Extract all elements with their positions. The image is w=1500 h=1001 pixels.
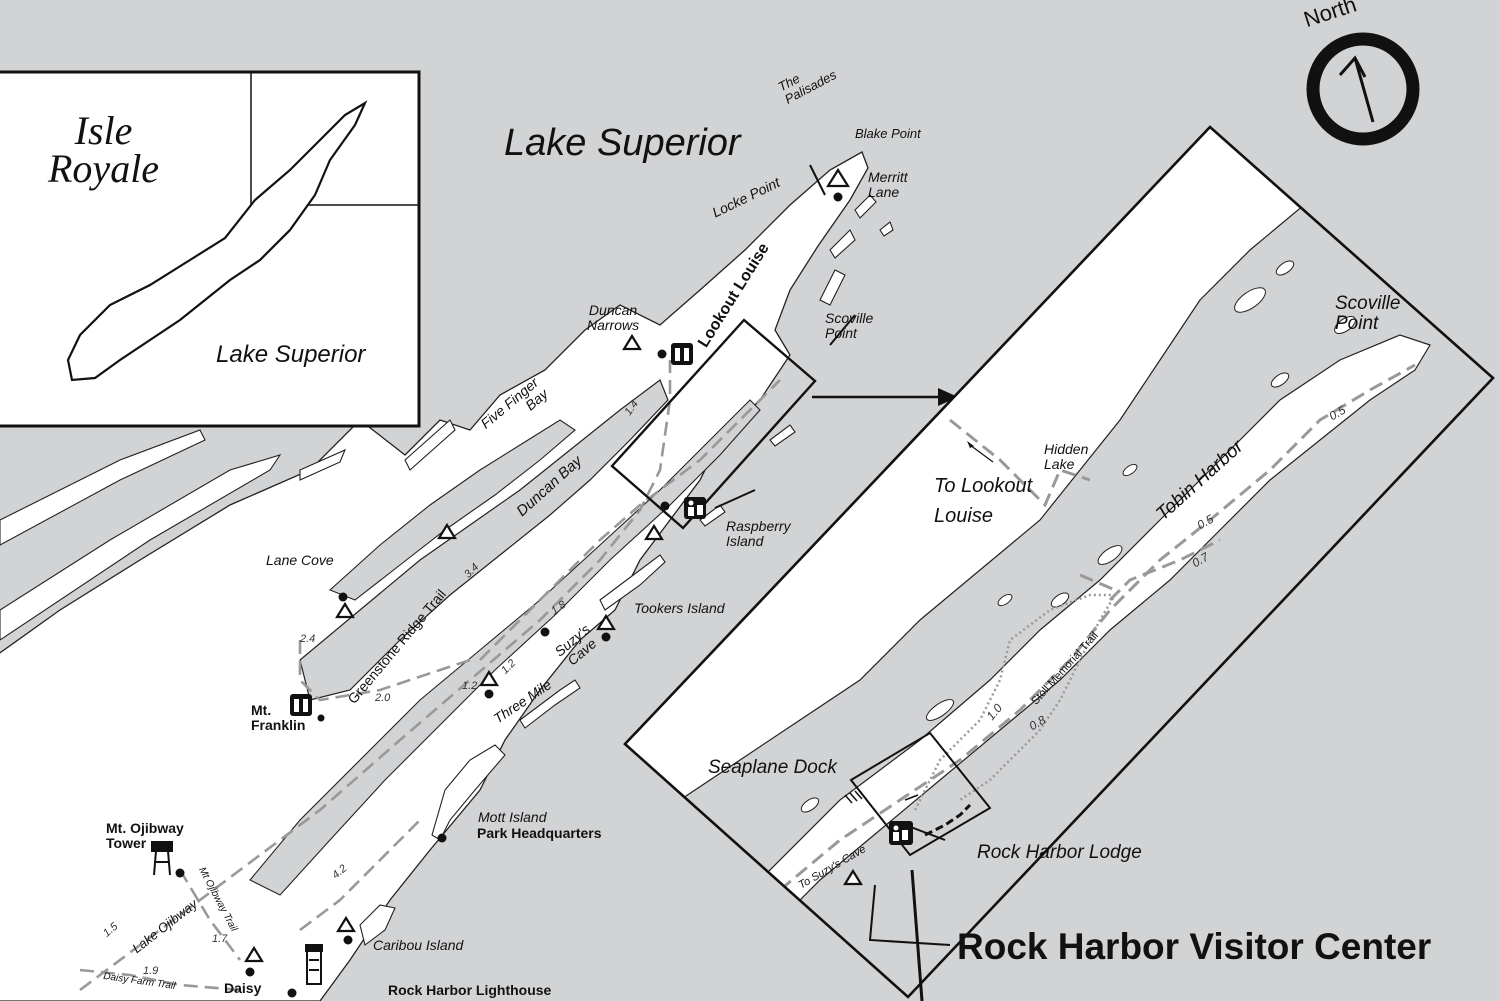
label-daisy: Daisy xyxy=(224,980,262,996)
campground-icon xyxy=(244,167,863,963)
ranger-station-icon xyxy=(290,343,693,716)
detail-label-to-lookout-louise: To Lookout Louise xyxy=(934,475,1033,527)
duncan-bay-water xyxy=(299,379,669,701)
distance-label: 1.9 xyxy=(143,965,159,977)
label-mt-ojibway-tower: Mt. Ojibway Tower xyxy=(106,820,184,851)
inset-title: Isle Royale xyxy=(48,108,160,191)
label-mt-franklin: Mt. Franklin xyxy=(251,702,306,733)
distance-label: 1.7 xyxy=(212,933,228,945)
label-raspberry-island: Raspberry Island xyxy=(726,518,791,549)
inset-title-line2: Royale xyxy=(48,146,160,191)
detail-label-hidden-lake: Hidden Lake xyxy=(1044,441,1089,472)
inset-lake-label: Lake Superior xyxy=(216,341,366,368)
label-tookers-island: Tookers Island xyxy=(634,600,725,616)
label-rock-harbor-lighthouse: Rock Harbor Lighthouse xyxy=(388,982,552,998)
callout-leaders xyxy=(714,164,951,1001)
trails xyxy=(79,360,781,992)
label-blake-point: Blake Point xyxy=(855,126,921,141)
fire-tower-icon xyxy=(151,841,173,876)
label-mott-island: Mott Island xyxy=(478,809,547,825)
north-arrow-icon xyxy=(1306,32,1420,146)
distance-label: 2.4 xyxy=(300,633,316,645)
detail-label-scoville-point: Scoville Point xyxy=(1335,293,1401,334)
outer-islands xyxy=(0,194,894,946)
label-lane-cove: Lane Cove xyxy=(266,552,334,568)
distance-label: 1.2 xyxy=(462,680,478,692)
detail-label-seaplane-dock: Seaplane Dock xyxy=(708,757,837,778)
inset-title-line1: Isle xyxy=(74,108,133,153)
label-park-headquarters: Park Headquarters xyxy=(477,825,602,841)
visitor-center-icon xyxy=(684,497,913,845)
inset-island-outline xyxy=(66,100,368,382)
location-dots xyxy=(175,192,843,998)
lighthouse-icon xyxy=(305,944,323,985)
rock-harbor-water xyxy=(249,399,761,896)
label-scoville-point: Scoville Point xyxy=(825,310,874,341)
main-lake-label: Lake Superior xyxy=(504,122,741,164)
label-duncan-narrows: Duncan Narrows xyxy=(587,302,640,333)
inset-map xyxy=(0,70,421,428)
five-finger-bay-water xyxy=(328,419,576,601)
label-merritt-lane: Merritt Lane xyxy=(868,169,908,200)
label-caribou-island: Caribou Island xyxy=(373,937,464,953)
detail-locator-box xyxy=(610,318,958,530)
callout-rock-harbor-visitor-center: Rock Harbor Visitor Center xyxy=(957,926,1432,967)
detail-map xyxy=(623,125,1495,999)
detail-label-rock-harbor-lodge: Rock Harbor Lodge xyxy=(977,842,1142,863)
distance-label: 2.0 xyxy=(375,692,391,704)
